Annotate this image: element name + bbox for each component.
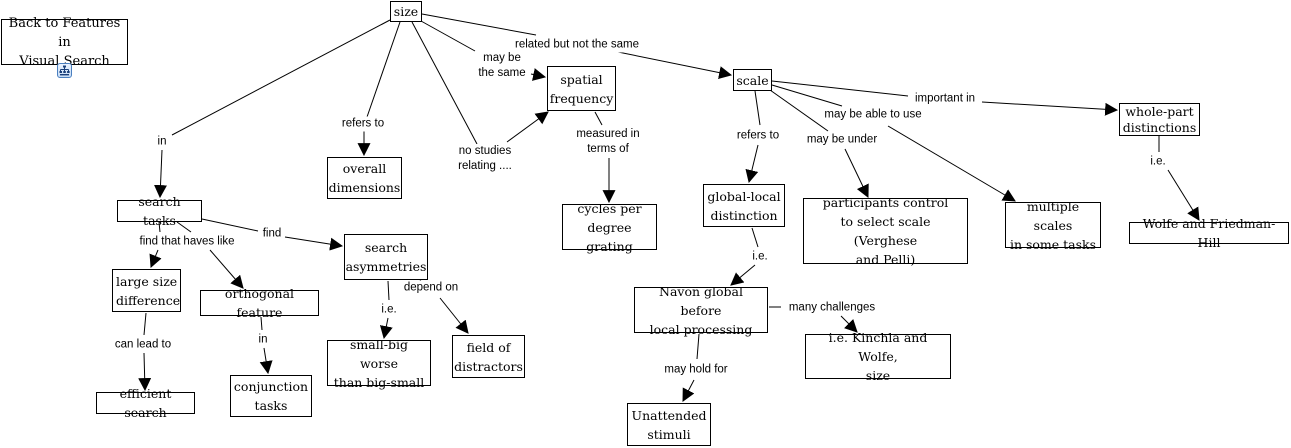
node-whole-part-distinctions[interactable]: whole-part distinctions (1119, 103, 1200, 136)
node-multiple-scales[interactable]: multiple scales in some tasks (1005, 199, 1101, 252)
edge-line (411, 21, 478, 145)
link-label-related-not-same: related but not the same (513, 37, 641, 53)
node-unattended-stimuli[interactable]: Unattended stimuli (627, 403, 711, 446)
link-label-many-challenges: many challenges (787, 300, 877, 316)
node-scale[interactable]: scale (733, 69, 772, 91)
node-large-size-difference[interactable]: large size difference (112, 269, 181, 312)
edge-arrow (138, 352, 152, 392)
link-label-global-ie: i.e. (751, 249, 769, 265)
node-navon-global-before-local[interactable]: Navon global before local processing (634, 284, 768, 337)
node-spatial-frequency[interactable]: spatial frequency (547, 66, 616, 111)
back-to-features-link[interactable]: Back to Features in Visual Search (1, 16, 128, 69)
link-label-may-be-under: may be under (805, 132, 879, 148)
edge-arrow (530, 68, 547, 81)
edge-arrow (1167, 169, 1200, 221)
edge-line (143, 312, 147, 336)
edge-arrow (844, 148, 869, 198)
link-label-may-be-able-to-use: may be able to use (823, 107, 923, 123)
node-efficient-search[interactable]: efficient search (96, 386, 195, 420)
edge-line (751, 227, 759, 248)
edge-line (201, 218, 259, 232)
edge-line (421, 13, 537, 36)
link-label-find-that: find that (138, 234, 182, 250)
node-conjunction-tasks[interactable]: conjunction tasks (230, 375, 312, 417)
node-search-tasks[interactable]: search tasks (117, 194, 202, 228)
link-label-depend-on: depend on (402, 280, 460, 296)
edge-line (158, 221, 161, 233)
node-small-big-worse[interactable]: small-big worse than big-small (327, 337, 431, 390)
link-label-find: find (261, 226, 283, 242)
edge-line (696, 333, 700, 360)
link-label-measured-in: measured in terms of (575, 127, 641, 157)
edge-arrow (745, 144, 759, 184)
link-label-scale-refers-to: refers to (735, 128, 781, 144)
edge-line (176, 221, 192, 233)
link-label-may-hold-for: may hold for (663, 362, 729, 378)
edge-arrow (887, 125, 1016, 202)
edge-arrow (439, 297, 469, 334)
link-label-may-be-the-same: may be the same (477, 51, 527, 81)
edge-arrow (259, 347, 273, 375)
link-label-asym-ie: i.e. (380, 302, 398, 318)
edge-line (594, 111, 603, 126)
edge-line (420, 20, 476, 52)
node-size[interactable]: size (390, 1, 422, 22)
edge-arrow (730, 264, 756, 286)
edge-arrow (284, 236, 344, 251)
edge-line (771, 84, 843, 107)
node-orthogonal-feature[interactable]: orthogonal feature (200, 286, 319, 320)
edge-line (366, 21, 401, 118)
edge-arrow (617, 51, 733, 79)
node-wolfe-friedman-hill[interactable]: Wolfe and Friedman-Hill (1129, 216, 1289, 250)
node-kinchla-and-wolfe[interactable]: i.e. Kinchla and Wolfe, size (805, 330, 951, 383)
link-label-can-lead-to: can lead to (113, 337, 173, 353)
edge-arrow (209, 249, 244, 289)
node-global-local-distinction[interactable]: global-local distinction (703, 184, 785, 227)
node-participants-control[interactable]: participants control to select scale (Ve… (803, 195, 968, 267)
link-label-behaves-like: haves like (183, 235, 235, 248)
edge-line (769, 89, 829, 132)
link-label-whole-ie: i.e. (1149, 154, 1167, 170)
edge-line (771, 80, 909, 97)
concept-map-link-icon[interactable] (57, 63, 72, 78)
edge-line (260, 316, 263, 331)
edge-arrow (840, 315, 858, 333)
edge-line (387, 280, 390, 301)
edge-line (754, 90, 761, 126)
link-label-important-in: important in (913, 91, 977, 107)
edge-arrow (682, 379, 695, 402)
link-label-refers-to: refers to (340, 116, 386, 132)
node-cycles-per-degree-grating[interactable]: cycles per degree grating (562, 201, 657, 254)
node-field-of-distractors[interactable]: field of distractors (452, 335, 525, 378)
node-search-asymmetries[interactable]: search asymmetries (344, 234, 428, 280)
edge-arrow (149, 249, 162, 269)
link-label-no-studies: no studies relating .... (457, 144, 513, 174)
edge-arrow (379, 317, 393, 340)
node-overall-dimensions[interactable]: overall dimensions (327, 157, 402, 199)
edge-arrow (506, 111, 549, 143)
edge-arrow (154, 149, 168, 199)
link-label-in: in (156, 134, 168, 150)
edge-arrow (981, 101, 1119, 116)
edge-line (171, 19, 391, 136)
link-label-ortho-in: in (257, 332, 269, 348)
